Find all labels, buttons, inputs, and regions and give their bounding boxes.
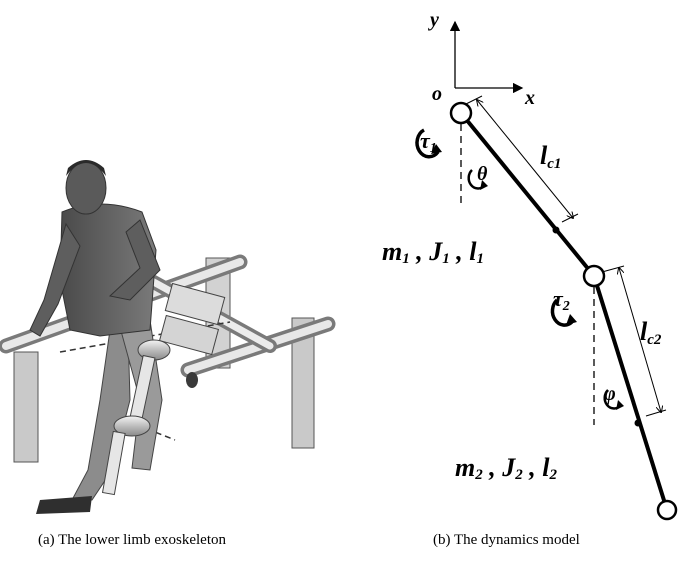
left-support-panel [13, 351, 39, 463]
connector [186, 372, 198, 388]
lc1-label: lc1 [540, 141, 561, 172]
origin-label: o [432, 83, 442, 105]
head [65, 161, 107, 215]
torque1-label: τ1 [420, 128, 437, 156]
lc2-label: lc2 [640, 317, 662, 348]
shank-link [101, 430, 126, 496]
torque1-arrow-icon [415, 128, 440, 159]
link1-parameters: m1 , J1 , l1 [382, 237, 484, 267]
hip-actuator-2 [158, 314, 220, 356]
caption-exoskeleton: (a) The lower limb exoskeleton [38, 532, 226, 548]
lc1-dimension-line [477, 100, 573, 218]
left-arm [29, 222, 81, 337]
dynamics-model-diagram: y x o τ1 θ [382, 9, 678, 521]
caption-dynamics-model: (b) The dynamics model [433, 532, 580, 548]
phi-label: φ [604, 383, 616, 405]
lc2-dimension-line [619, 268, 661, 412]
right-support-panel [291, 317, 315, 449]
exoskeleton-drawing [0, 160, 336, 514]
hip-joint-circle [449, 101, 473, 125]
knee-joint [113, 415, 151, 437]
link1-com-dot [552, 226, 560, 234]
link2-com-dot [634, 419, 642, 427]
x-axis-label: x [524, 87, 535, 109]
knee-joint-circle [582, 264, 606, 288]
dynamics-model-panel: y x o τ1 θ [350, 0, 685, 557]
exoskeleton-illustration [0, 160, 336, 514]
back-leg [71, 329, 131, 501]
right-arm [108, 219, 161, 301]
back-shoe [36, 496, 92, 514]
theta-label: θ [477, 163, 488, 185]
hair [66, 160, 106, 176]
link2-parameters: m2 , J2 , l2 [455, 453, 557, 483]
hip-actuator [164, 282, 226, 326]
torque2-label: τ2 [553, 286, 570, 314]
end-circle [656, 499, 678, 521]
y-axis-label: y [428, 9, 439, 31]
